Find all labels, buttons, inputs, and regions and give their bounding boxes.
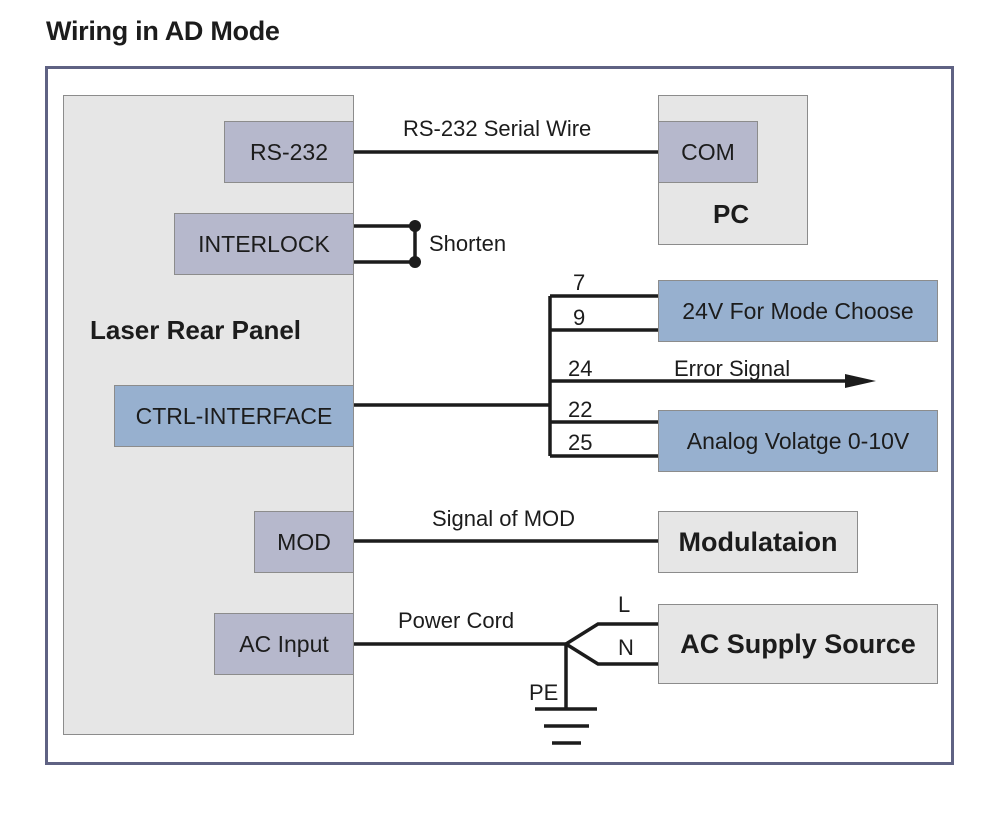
ac-supply-label: AC Supply Source xyxy=(680,628,916,659)
pc-com-port: COM xyxy=(658,121,758,183)
laser-rear-panel-label: Laser Rear Panel xyxy=(90,315,302,345)
interlock-junction-bottom xyxy=(409,256,421,268)
mod-wire-label: Signal of MOD xyxy=(432,506,576,531)
port-mod: MOD xyxy=(254,511,354,573)
neutral-label: N xyxy=(618,635,634,660)
error-signal-label: Error Signal xyxy=(674,356,791,381)
port-rs232: RS-232 xyxy=(224,121,354,183)
pin-label-22: 22 xyxy=(568,397,593,422)
live-wire xyxy=(565,622,658,646)
pin-label-24: 24 xyxy=(568,356,593,381)
pc-label: PC xyxy=(713,199,750,229)
port-ctrl-interface: CTRL-INTERFACE xyxy=(114,385,354,447)
live-label: L xyxy=(618,592,631,617)
interlock-short-wire xyxy=(354,224,417,264)
port-interlock-label: INTERLOCK xyxy=(198,230,330,257)
interlock-junction-top xyxy=(409,220,421,232)
modulation-label: Modulataion xyxy=(678,526,838,557)
rs232-wire-label: RS-232 Serial Wire xyxy=(403,116,592,141)
analog-voltage-box: Analog Volatge 0-10V xyxy=(658,410,938,472)
earth-label: PE xyxy=(529,680,559,705)
pin-label-25: 25 xyxy=(568,430,593,455)
port-ctrl-interface-label: CTRL-INTERFACE xyxy=(135,402,333,429)
mode-choose-label: 24V For Mode Choose xyxy=(682,297,914,324)
port-mod-label: MOD xyxy=(277,528,331,555)
port-rs232-label: RS-232 xyxy=(250,138,328,165)
modulation-box: Modulataion xyxy=(658,511,858,573)
port-ac-input-label: AC Input xyxy=(239,630,329,657)
port-interlock: INTERLOCK xyxy=(174,213,354,275)
pin-label-7: 7 xyxy=(573,270,586,295)
neutral-wire xyxy=(565,642,658,666)
mode-choose-box: 24V For Mode Choose xyxy=(658,280,938,342)
error-signal-arrow-icon xyxy=(845,374,876,388)
diagram-frame xyxy=(45,66,954,765)
power-cord-label: Power Cord xyxy=(398,608,515,633)
port-ac-input: AC Input xyxy=(214,613,354,675)
pin-label-9: 9 xyxy=(573,305,586,330)
analog-voltage-label: Analog Volatge 0-10V xyxy=(686,427,910,454)
ac-supply-box: AC Supply Source xyxy=(658,604,938,684)
pc-com-label: COM xyxy=(681,138,735,165)
interlock-wire-label: Shorten xyxy=(429,231,507,256)
diagram-title: Wiring in AD Mode xyxy=(46,16,280,46)
